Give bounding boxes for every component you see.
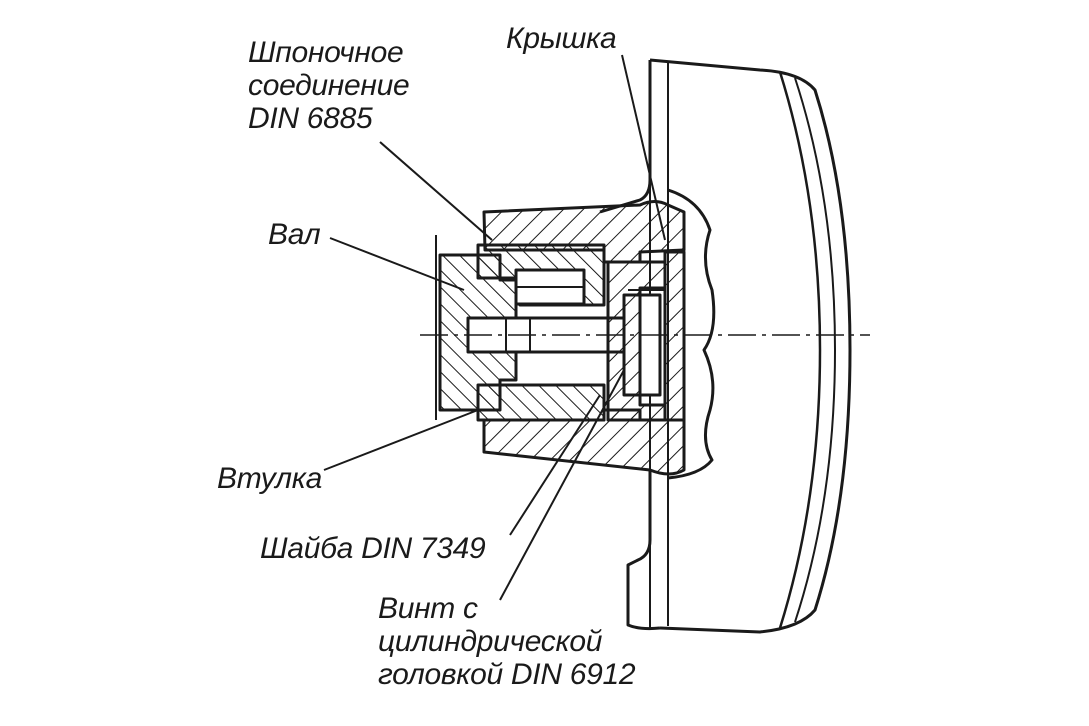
- label-key-connection: Шпоночное соединение DIN 6885: [248, 36, 410, 135]
- label-screw-line2: цилиндрической: [378, 625, 603, 658]
- leader-bushing: [323, 409, 479, 471]
- leader-washer: [509, 394, 601, 536]
- label-key-connection-line1: Шпоночное: [248, 36, 404, 69]
- leader-shaft: [329, 237, 465, 291]
- label-screw-line3: головкой DIN 6912: [378, 658, 636, 691]
- cover-right-wall: [663, 250, 686, 422]
- leader-key: [379, 141, 493, 241]
- label-washer: Шайба DIN 7349: [260, 532, 486, 565]
- label-key-connection-line2: соединение: [248, 69, 410, 102]
- label-shaft: Вал: [268, 218, 321, 251]
- label-screw-line1: Винт с: [378, 592, 478, 625]
- bushing-bottom: [476, 383, 606, 422]
- label-cover: Крышка: [506, 22, 617, 55]
- washer: [606, 260, 667, 422]
- label-bushing: Втулка: [217, 462, 322, 495]
- label-key-connection-line3: DIN 6885: [248, 102, 373, 135]
- leader-screw: [499, 369, 625, 601]
- leader-cover: [621, 54, 666, 241]
- label-screw: Винт с цилиндрической головкой DIN 6912: [378, 592, 636, 691]
